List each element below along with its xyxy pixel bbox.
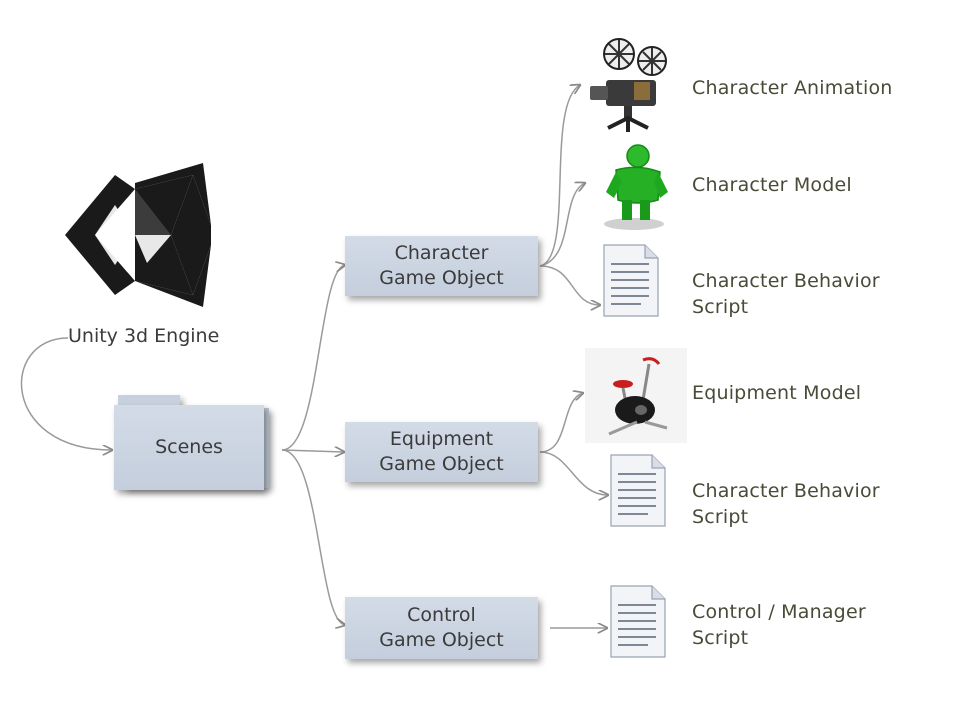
label-line1: Character Model: [692, 174, 852, 196]
connector-character-animation: [539, 85, 580, 267]
label-line2: Script: [692, 627, 749, 649]
label-line1: Character Behavior: [692, 270, 880, 292]
control-game-object-node[interactable]: Control Game Object: [345, 597, 538, 659]
component-label-control-manager-script: Control / Manager Script: [692, 599, 866, 651]
green-figure-icon: [604, 144, 668, 230]
label-line2: Script: [692, 506, 749, 528]
character-game-object-node[interactable]: Character Game Object: [345, 236, 538, 296]
component-label-character-animation: Character Animation: [692, 75, 893, 101]
node-line1: Control: [407, 604, 476, 626]
connector-equipment-script: [539, 451, 608, 495]
exercise-bike-icon: [585, 348, 687, 443]
connector-character-model: [539, 183, 585, 267]
component-label-character-behavior-script: Character Behavior Script: [692, 268, 880, 320]
scenes-label: Scenes: [155, 436, 223, 458]
component-label-equipment-behavior-script: Character Behavior Script: [692, 478, 880, 530]
connector-scenes-control: [281, 449, 345, 625]
label-line2: Script: [692, 296, 749, 318]
connector-character-script: [539, 265, 600, 305]
node-line1: Character: [394, 242, 489, 264]
component-label-character-model: Character Model: [692, 172, 852, 198]
film-projector-icon: [590, 38, 667, 132]
document-icon: [610, 585, 666, 658]
equipment-game-object-node[interactable]: Equipment Game Object: [345, 422, 538, 482]
node-line2: Game Object: [379, 629, 504, 651]
node-line1: Equipment: [389, 428, 494, 450]
label-line1: Control / Manager: [692, 601, 866, 623]
connector-scenes-character: [281, 265, 345, 451]
connector-scenes-equipment: [281, 450, 344, 452]
node-line2: Game Object: [379, 267, 504, 289]
node-line2: Game Object: [379, 453, 504, 475]
engine-label: Unity 3d Engine: [68, 325, 220, 347]
label-line1: Character Animation: [692, 77, 893, 99]
document-icon: [603, 244, 659, 317]
connector-engine-scenes: [20, 337, 112, 450]
component-label-equipment-model: Equipment Model: [692, 380, 861, 406]
unity-logo-icon: [65, 163, 211, 307]
document-icon: [610, 454, 666, 527]
label-line1: Character Behavior: [692, 480, 880, 502]
label-line1: Equipment Model: [692, 382, 862, 404]
connector-equipment-model: [539, 393, 583, 453]
